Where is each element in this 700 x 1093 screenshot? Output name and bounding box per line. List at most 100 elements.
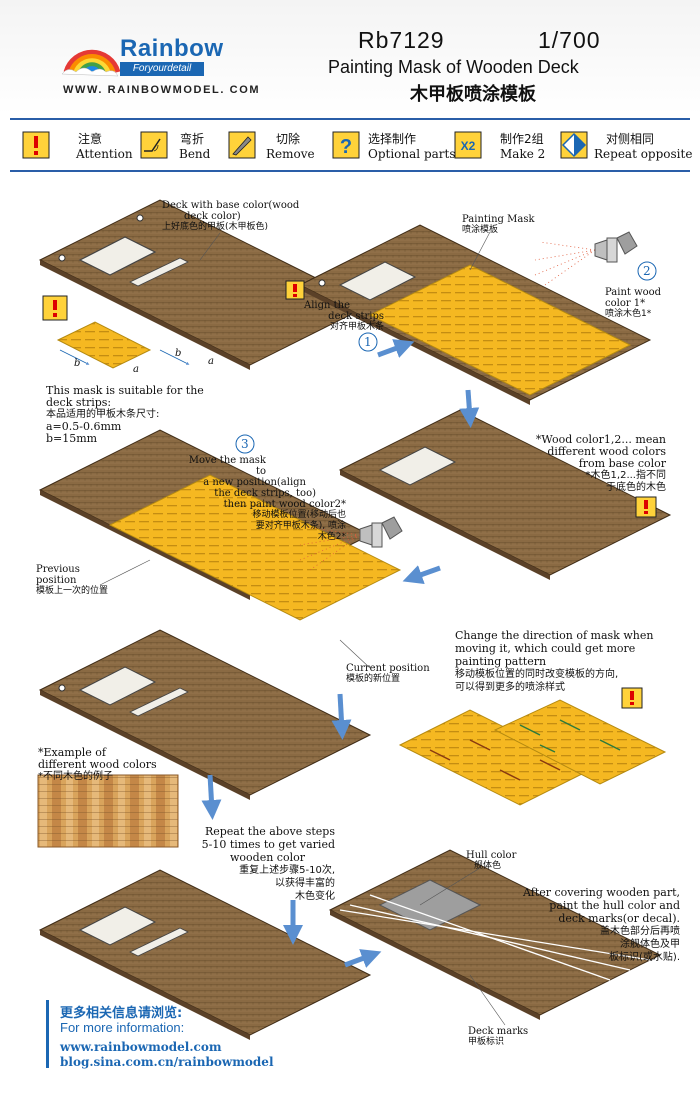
- label-text: *Wood color1,2... mean: [535, 433, 666, 446]
- footer-info-en: For more information:: [60, 1020, 185, 1035]
- dimension-a: a: [133, 364, 139, 375]
- label-wood-colour-note: *Wood color1,2... mean different wood co…: [516, 434, 666, 494]
- legend-label-zh: 对侧相同: [606, 132, 655, 146]
- label-text: Painting Mask: [462, 214, 535, 225]
- knife-icon: [228, 131, 256, 159]
- label-text: *木色1,2...指不同: [585, 470, 666, 481]
- label-move-mask: Move the mask to a new position(align th…: [176, 455, 346, 543]
- label-text: deck color): [184, 211, 241, 222]
- website-link[interactable]: WWW. RAINBOWMODEL. COM: [63, 84, 261, 96]
- deck-step-hull: [328, 849, 662, 1020]
- label-text: 本品适用的甲板木条尺寸:: [46, 409, 160, 420]
- legend-label-en: Bend: [179, 147, 211, 161]
- dimension-b-deck: b: [175, 348, 182, 359]
- label-text: from base color: [578, 457, 666, 470]
- label-text: 重复上述步骤5-10次,: [239, 865, 335, 876]
- label-text: different wood colors: [38, 758, 157, 771]
- flow-arrows: [201, 339, 480, 968]
- painting-mask-yellow: [368, 264, 632, 396]
- step-number-1: 1: [364, 335, 372, 349]
- legend-label-zh: 注意: [78, 132, 103, 146]
- label-text: b=15mm: [46, 432, 98, 445]
- label-text: Current position: [346, 663, 430, 674]
- legend-label-zh: 制作2组: [500, 132, 544, 146]
- label-text: 对齐甲板木条: [329, 322, 384, 332]
- legend-label-zh: 弯折: [180, 132, 205, 146]
- attention-markers: [42, 280, 657, 709]
- brand-tagline: Foryourdetail: [120, 62, 204, 76]
- product-code: Rb7129: [358, 27, 445, 53]
- label-text: Paint wood: [605, 287, 662, 298]
- symbol-legend: 注意 Attention 弯折 Bend 切除 Remove ? 选择制作 Op…: [10, 124, 692, 168]
- step-markers: [235, 261, 657, 454]
- label-text: color 1*: [605, 298, 646, 309]
- label-text: *不同木色的例子: [38, 771, 113, 782]
- mask-sample: [56, 321, 190, 369]
- deck-step-second-mask: [38, 429, 402, 621]
- label-text: 喷涂木色1*: [605, 309, 652, 319]
- legend-label-en: Optional parts: [368, 147, 456, 161]
- label-painting-mask: Painting Mask 喷涂模板: [462, 214, 535, 236]
- label-text: wooden color: [230, 851, 305, 864]
- leader-lines: [99, 231, 506, 1026]
- label-text: Align the: [304, 300, 351, 311]
- legend-label-en: Make 2: [500, 147, 546, 161]
- rotated-masks: [398, 699, 667, 806]
- label-change-direction: Change the direction of mask when moving…: [455, 629, 653, 694]
- legend-label-zh: 选择制作: [368, 132, 417, 146]
- label-text: painting pattern: [455, 655, 547, 668]
- attention-icon: [42, 295, 68, 321]
- title-english: Painting Mask of Wooden Deck: [328, 57, 579, 77]
- wood-color-example: [37, 774, 179, 848]
- label-text: 移动模板位置的同时改变模板的方向,: [455, 669, 619, 680]
- legend-label-en: Remove: [266, 147, 315, 161]
- airbrush-icon: [534, 231, 638, 286]
- footer-info-zh: 更多相关信息请浏览:: [60, 1006, 183, 1021]
- deck-step-repeat: [38, 869, 372, 1040]
- label-text: 5-10 times to get varied: [201, 838, 335, 851]
- attention-icon: [621, 687, 643, 709]
- label-text: This mask is suitable for the: [46, 384, 204, 397]
- label-text: 移动模板位置(移动后也: [252, 510, 346, 520]
- legend-top-rule: [10, 118, 690, 120]
- question-icon: ?: [332, 131, 360, 159]
- label-current-position: Current position 模板的新位置: [346, 663, 430, 685]
- label-after-covering: After covering wooden part, paint the hu…: [516, 886, 680, 964]
- product-scale: 1/700: [538, 27, 601, 53]
- label-text: 舰体色: [474, 861, 502, 871]
- label-text: *Example of: [38, 746, 106, 759]
- x2-icon: X2: [454, 131, 482, 159]
- label-text: 要对齐甲板木条), 喷涂: [255, 521, 346, 531]
- footer-blog-link[interactable]: blog.sina.com.cn/rainbowmodel: [60, 1055, 274, 1069]
- label-text: 涂舰体色及甲: [620, 939, 680, 950]
- label-text: Hull color: [466, 850, 517, 861]
- attention-icon: [635, 496, 657, 518]
- label-text: position: [36, 575, 77, 586]
- label-repeat-steps: Repeat the above steps 5-10 times to get…: [170, 825, 335, 903]
- brand-name: Rainbow: [120, 35, 224, 62]
- label-text: different wood colors: [547, 445, 666, 458]
- label-hull-color: Hull color 舰体色: [466, 850, 516, 872]
- label-text: the deck strips, too): [214, 488, 316, 499]
- label-text: deck strips: [328, 311, 384, 322]
- label-deck-marks: Deck marks 甲板标识: [468, 1026, 528, 1048]
- deck-step-mask: [298, 224, 652, 405]
- label-text: 盖木色部分后再喷: [600, 926, 680, 937]
- label-suitable-strips: This mask is suitable for the deck strip…: [46, 385, 204, 445]
- dimension-a-deck: a: [208, 356, 214, 367]
- label-text: Deck marks: [468, 1026, 529, 1037]
- footer-website-link[interactable]: www.rainbowmodel.com: [60, 1040, 222, 1054]
- x2-badge: X2: [461, 139, 476, 153]
- label-align-strips: Align the deck strips 对齐甲板木条: [304, 300, 384, 333]
- label-text: Deck with base color(wood: [162, 200, 300, 211]
- label-text: 于底色的木色: [606, 482, 666, 493]
- title-chinese: 木甲板喷涂模板: [410, 84, 536, 105]
- label-text: After covering wooden part,: [523, 886, 680, 899]
- label-wood-example: *Example of different wood colors *不同木色的…: [38, 747, 157, 783]
- label-text: 模板的新位置: [346, 674, 401, 684]
- bend-icon: [140, 131, 168, 159]
- label-text: 甲板标识: [468, 1037, 505, 1047]
- deck-step-previous: [338, 409, 672, 580]
- label-text: a new position(align: [203, 477, 306, 488]
